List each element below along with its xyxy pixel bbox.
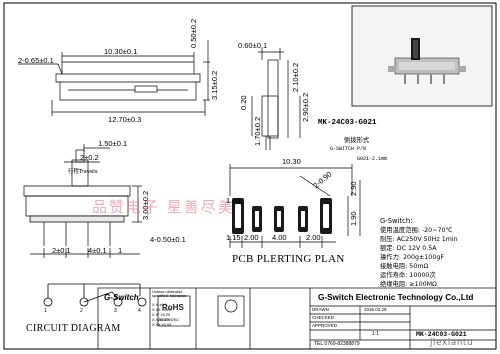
- part-pn-label: G-SWITCH P/N: [330, 146, 367, 152]
- spec-line: 绝缘电阻: ≥100MΩ: [380, 281, 437, 288]
- rohs-label: RoHS: [162, 303, 184, 312]
- part-number: MK-24C03-G021: [318, 119, 377, 127]
- dim-height-1: 0.50±0.2: [189, 18, 198, 48]
- scale-value: 1:1: [372, 331, 379, 337]
- circuit-pin-2: 2: [80, 308, 83, 314]
- spec-heading: G-Switch:: [380, 217, 413, 225]
- dim-side-c: 1.70±0.2: [253, 116, 262, 146]
- spec-line: 使用温度范围: -20~70℃: [380, 227, 453, 234]
- dim-pcb-top: 10.30: [282, 157, 301, 166]
- spec-line: 额定: DC 12V 0.5A: [380, 245, 437, 252]
- dim-front-b3: 1: [118, 246, 123, 255]
- rohs-sub: 2002/95/EC: [158, 317, 180, 322]
- dim-front-height: 3.00±0.2: [141, 190, 150, 220]
- dim-pcb-b1: 1.15: [226, 233, 241, 242]
- tolerance-row: X.XX ±0.20: [152, 308, 172, 312]
- pcb-title: PCB PLERTING PLAN: [232, 253, 345, 265]
- circuit-pin-4: 4: [138, 308, 141, 314]
- dim-bottom-width: 12.70±0.3: [108, 115, 142, 124]
- dim-side-b: 2.90±0.2: [301, 92, 310, 122]
- dim-front-b4: 4-0.50±0.1: [150, 235, 186, 244]
- titleblock-part-no: MK-24C03-G021: [416, 331, 467, 338]
- dim-front-2: 2±0.2: [80, 153, 99, 162]
- dim-top-width: 10.30±0.1: [104, 47, 138, 56]
- spec-line: 接触电阻: 50mΩ: [380, 263, 429, 270]
- dim-front-b2: 4±0.1: [88, 246, 107, 255]
- part-code: G021-2.1mm: [357, 156, 388, 162]
- dim-side-a: 2.10±0.2: [291, 62, 300, 92]
- watermark-corner: jiexiantu: [430, 338, 474, 348]
- spec-line: 运作寿命: 10000次: [380, 272, 436, 279]
- tolerance-row: X.X ±0.3: [152, 303, 167, 307]
- tolerance-row: X.X ±0.10: [152, 318, 169, 322]
- front-travel-note: 行程Travels: [68, 169, 98, 175]
- label-approved: APPROVED: [312, 323, 338, 328]
- dim-front-150: 1.50±0.1: [98, 139, 128, 148]
- dim-pcb-b3: 4.00: [272, 233, 287, 242]
- phone: TEL:0769-82388879: [314, 341, 360, 347]
- circuit-pin-1: 1: [44, 308, 47, 314]
- dim-height-2: 3.15±0.2: [210, 70, 219, 100]
- dim-pcb-b4: 2.00: [306, 233, 321, 242]
- dim-pcb-r1: 2.90: [349, 181, 358, 196]
- label-checked: CHECKED: [312, 315, 335, 320]
- tolerance-head: Unless otherwise specified, tolerance: [152, 289, 187, 298]
- label-drawn: DRAWN: [312, 307, 329, 312]
- dim-pcb-l: 1.00: [226, 196, 241, 205]
- dim-side-d: 0.20: [239, 95, 248, 110]
- company-name: G-Switch Electronic Technology Co.,Ltd: [318, 293, 474, 302]
- spec-line: 耐压: AC250V 50Hz 1min: [380, 236, 458, 243]
- spec-line: 操作力: 200g±100gF: [380, 254, 444, 261]
- circuit-title: CIRCUIT DIAGRAM: [26, 323, 121, 334]
- dim-pcb-r2: 1.90: [349, 211, 358, 226]
- logo-text: G-Switch: [104, 293, 139, 302]
- dim-front-b1: 2±0.1: [52, 246, 71, 255]
- dim-pcb-b2: 2.00: [244, 233, 259, 242]
- circuit-pin-3: 3: [114, 308, 117, 314]
- watermark-center: 品赞电子 星善尽美: [92, 198, 235, 216]
- tolerance-row: X.X° ±0.20: [152, 313, 171, 317]
- dim-side-top: 0.60±0.1: [238, 41, 268, 50]
- tolerance-row: X.XX ±0.05: [152, 323, 172, 327]
- dim-pin-width: 2-0.65±0.1: [18, 56, 54, 65]
- date-value: 2016.03.29: [364, 307, 387, 312]
- part-subtitle: 侧拨形式: [344, 137, 370, 144]
